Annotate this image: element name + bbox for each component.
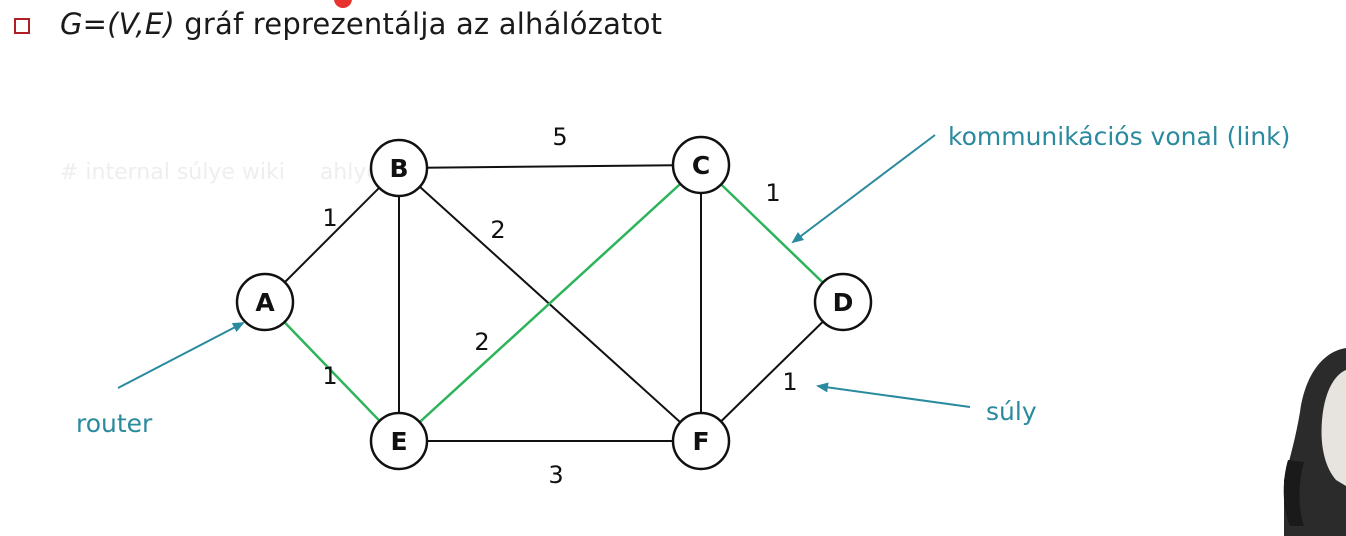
link-arrow: [791, 134, 936, 244]
node-circle: [813, 272, 873, 332]
weight-arrow: [816, 382, 971, 408]
node-circle: [671, 411, 731, 471]
edges-layer: [264, 164, 844, 442]
node-b: B: [369, 138, 429, 198]
edge-c-d: [700, 164, 844, 303]
node-label: F: [692, 427, 709, 456]
node-circle: [369, 411, 429, 471]
edge-d-f: [700, 301, 844, 442]
edge-weight-a-b: 1: [322, 204, 337, 232]
node-c: C: [671, 135, 731, 195]
presenter-webcam: [1283, 348, 1346, 536]
edge-weight-b-c: 5: [552, 123, 567, 151]
node-label: A: [255, 288, 275, 317]
edge-weight-a-e: 1: [322, 362, 337, 390]
node-a: A: [235, 272, 295, 332]
node-circle: [235, 272, 295, 332]
graph-notation: G=(V,E): [60, 7, 175, 41]
node-label: E: [390, 427, 407, 456]
edge-weight-b-f: 2: [490, 216, 505, 244]
router-annotation-label: router: [76, 409, 153, 438]
bullet-heading: G=(V,E) gráf reprezentálja az alhálózato…: [14, 2, 662, 46]
link-annotation-label: kommunikációs vonal (link): [948, 122, 1290, 151]
node-circle: [369, 138, 429, 198]
node-label: C: [692, 151, 710, 180]
nodes-layer: A B C D E F: [235, 135, 873, 471]
node-e: E: [369, 411, 429, 471]
pointer-dot: [334, 0, 352, 8]
node-circle: [671, 135, 731, 195]
edge-a-b: [264, 167, 400, 303]
weight-annotation-label: súly: [986, 397, 1037, 426]
edge-weight-c-d: 1: [765, 179, 780, 207]
weights-layer: 1 1 5 2 2 1 1 3: [322, 123, 797, 489]
edge-weight-d-f: 1: [782, 368, 797, 396]
edge-c-e: [398, 164, 702, 442]
edge-a-e: [264, 301, 400, 442]
edge-b-c: [398, 164, 702, 169]
node-label: D: [833, 288, 854, 317]
bullet-square-icon: [14, 18, 30, 34]
edge-weight-e-f: 3: [548, 461, 563, 489]
router-arrow: [117, 322, 245, 389]
node-f: F: [671, 411, 731, 471]
bullet-text: gráf reprezentálja az alhálózatot: [174, 7, 663, 41]
node-d: D: [813, 272, 873, 332]
node-label: B: [389, 154, 408, 183]
annotations-layer: kommunikációs vonal (link) router súly: [76, 122, 1290, 438]
edge-weight-c-e: 2: [474, 328, 489, 356]
